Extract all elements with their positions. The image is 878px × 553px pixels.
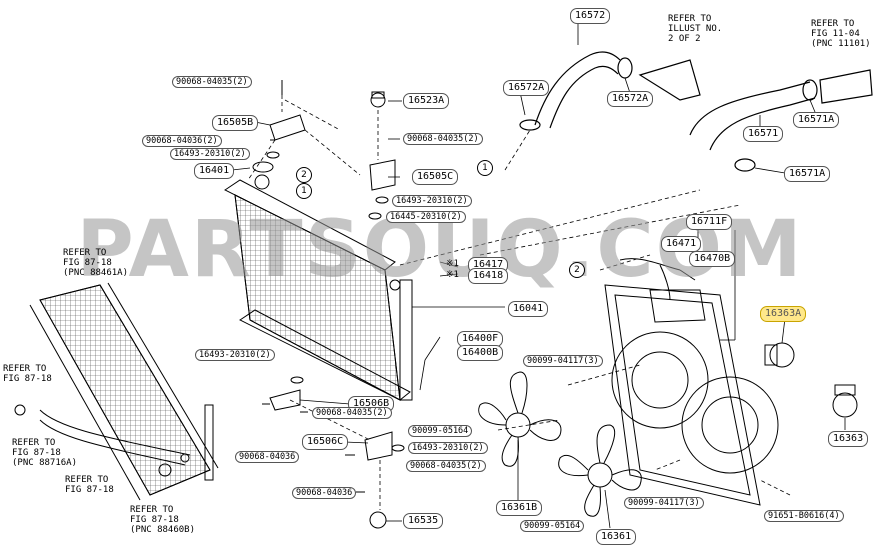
part-90068-04036-b[interactable]: 90068-04036 (235, 451, 300, 463)
part-16535[interactable]: 16535 (403, 513, 444, 529)
part-16493-20310-d[interactable]: 16493-20310(2) (408, 442, 488, 454)
note-marker: ※1 (446, 270, 459, 280)
part-90068-04035-b[interactable]: 90068-04035(2) (403, 133, 483, 145)
part-16361[interactable]: 16361 (596, 529, 637, 545)
part-16572A-left[interactable]: 16572A (503, 80, 550, 96)
part-16493-20310-a[interactable]: 16493-20310(2) (170, 148, 250, 160)
fan-blade-left (478, 371, 562, 467)
fan-shroud-illustration (604, 258, 779, 506)
part-16363[interactable]: 16363 (828, 431, 869, 447)
part-90068-04035-a[interactable]: 90068-04035(2) (172, 76, 252, 88)
part-16400B[interactable]: 16400B (457, 345, 504, 361)
radiator-core-illustration (224, 174, 413, 401)
part-90099-05164-a[interactable]: 90099-05164 (408, 425, 473, 437)
part-16523A[interactable]: 16523A (403, 93, 450, 109)
callout-2: 2 (569, 262, 585, 278)
part-90099-04117-b[interactable]: 90099-04117(3) (624, 497, 704, 509)
part-90099-05164-b[interactable]: 90099-05164 (520, 520, 585, 532)
part-16571A-top[interactable]: 16571A (793, 112, 840, 128)
part-90068-04035-c[interactable]: 90068-04035(2) (312, 407, 392, 419)
part-91651-B0616[interactable]: 91651-B0616(4) (764, 510, 844, 522)
part-90068-04035-d[interactable]: 90068-04035(2) (406, 460, 486, 472)
callout-2: 2 (296, 167, 312, 183)
part-16572[interactable]: 16572 (570, 8, 611, 24)
part-16445-20310[interactable]: 16445-20310(2) (386, 211, 466, 223)
callout-1: 1 (296, 183, 312, 199)
bracket-lower (262, 376, 405, 529)
fan-motor-illustration (764, 342, 858, 418)
radiator-hose-upper (519, 51, 701, 131)
part-90068-04036-a[interactable]: 90068-04036(2) (142, 135, 222, 147)
fan-blade-right (558, 424, 642, 517)
callout-1: 1 (477, 160, 493, 176)
note-marker: ※1 (446, 259, 459, 269)
part-16505C[interactable]: 16505C (412, 169, 459, 185)
part-16471[interactable]: 16471 (661, 236, 702, 252)
part-16470B[interactable]: 16470B (689, 251, 736, 267)
part-16418[interactable]: 16418 (468, 268, 509, 284)
radiator-hose-lower (689, 69, 873, 172)
part-16505B[interactable]: 16505B (212, 115, 259, 131)
part-16361B[interactable]: 16361B (496, 500, 543, 516)
part-16493-20310-c[interactable]: 16493-20310(2) (195, 349, 275, 361)
condenser-illustration (14, 282, 219, 501)
part-16572A-right[interactable]: 16572A (607, 91, 654, 107)
part-16401[interactable]: 16401 (194, 163, 235, 179)
part-90068-04036-c[interactable]: 90068-04036 (292, 487, 357, 499)
part-90099-04117-a[interactable]: 90099-04117(3) (523, 355, 603, 367)
part-16041[interactable]: 16041 (508, 301, 549, 317)
part-16493-20310-b[interactable]: 16493-20310(2) (392, 195, 472, 207)
part-16506C[interactable]: 16506C (302, 434, 349, 450)
part-16571[interactable]: 16571 (743, 126, 784, 142)
part-16571A-bottom[interactable]: 16571A (784, 166, 831, 182)
part-16711F[interactable]: 16711F (686, 214, 733, 230)
part-16363A[interactable]: 16363A (760, 306, 807, 322)
